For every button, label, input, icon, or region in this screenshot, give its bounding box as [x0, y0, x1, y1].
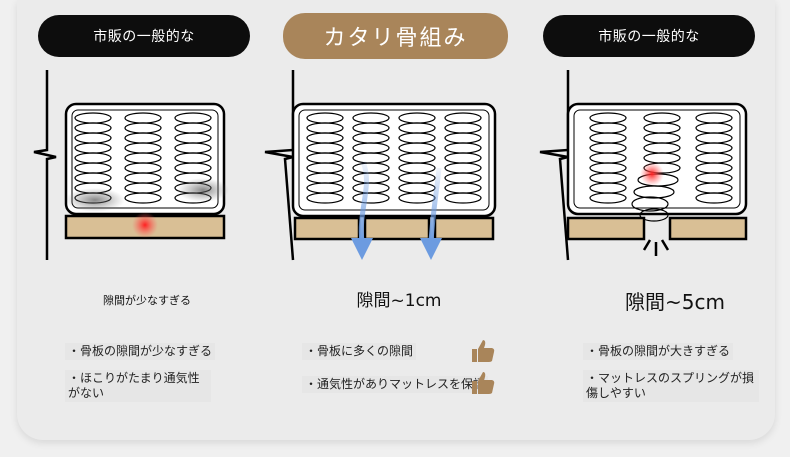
bed-slat [668, 216, 748, 241]
header-right-label: 市販の一般的な [598, 29, 700, 45]
dust-shadow [65, 188, 125, 212]
note-narrow-1: ・骨板の隙間が少なすぎる [65, 343, 216, 360]
illustration-common-wide [528, 70, 768, 270]
gap-label-narrow: 隙間が少なすぎる [103, 294, 191, 307]
bed-slat [363, 216, 431, 241]
thumbs-up-icon [472, 340, 495, 362]
mattress-katari-illustration [264, 70, 497, 261]
header-right-pill: 市販の一般的な [543, 15, 755, 57]
crack-marks [642, 239, 670, 256]
bed-slat [293, 216, 361, 241]
gap-label-katari: 隙間~1cm [356, 291, 442, 311]
header-center-label: カタリ骨組み [323, 26, 468, 51]
bed-slat [566, 216, 646, 241]
mattress-narrow-illustration [33, 70, 229, 260]
mattress-wide-illustration [539, 70, 748, 261]
gap-label-wide: 隙間~5cm [625, 290, 725, 314]
airflow-arrow [420, 167, 442, 260]
illustration-katari-frame [263, 70, 503, 270]
header-center-pill: カタリ骨組み [283, 13, 508, 59]
note-wide-1: ・骨板の隙間が大きすぎる [583, 343, 734, 360]
illustration-common-narrow [20, 70, 260, 270]
note-katari-2: ・通気性がありマットレスを保護 [302, 376, 489, 393]
header-left-pill: 市販の一般的な [38, 15, 250, 57]
note-narrow-2: ・ほこりがたまり通気性がない [65, 370, 211, 402]
airflow-arrow [351, 161, 373, 260]
bed-slat [433, 216, 495, 241]
thumbs-up-icon [472, 372, 495, 394]
hotspot-marker [132, 212, 158, 238]
hotspot-marker [640, 162, 664, 186]
note-katari-1: ・骨板に多くの隙間 [302, 343, 417, 360]
note-wide-2: ・マットレスのスプリングが損傷しやすい [583, 370, 759, 402]
header-left-label: 市販の一般的な [93, 29, 195, 45]
dust-shadow [177, 178, 229, 202]
